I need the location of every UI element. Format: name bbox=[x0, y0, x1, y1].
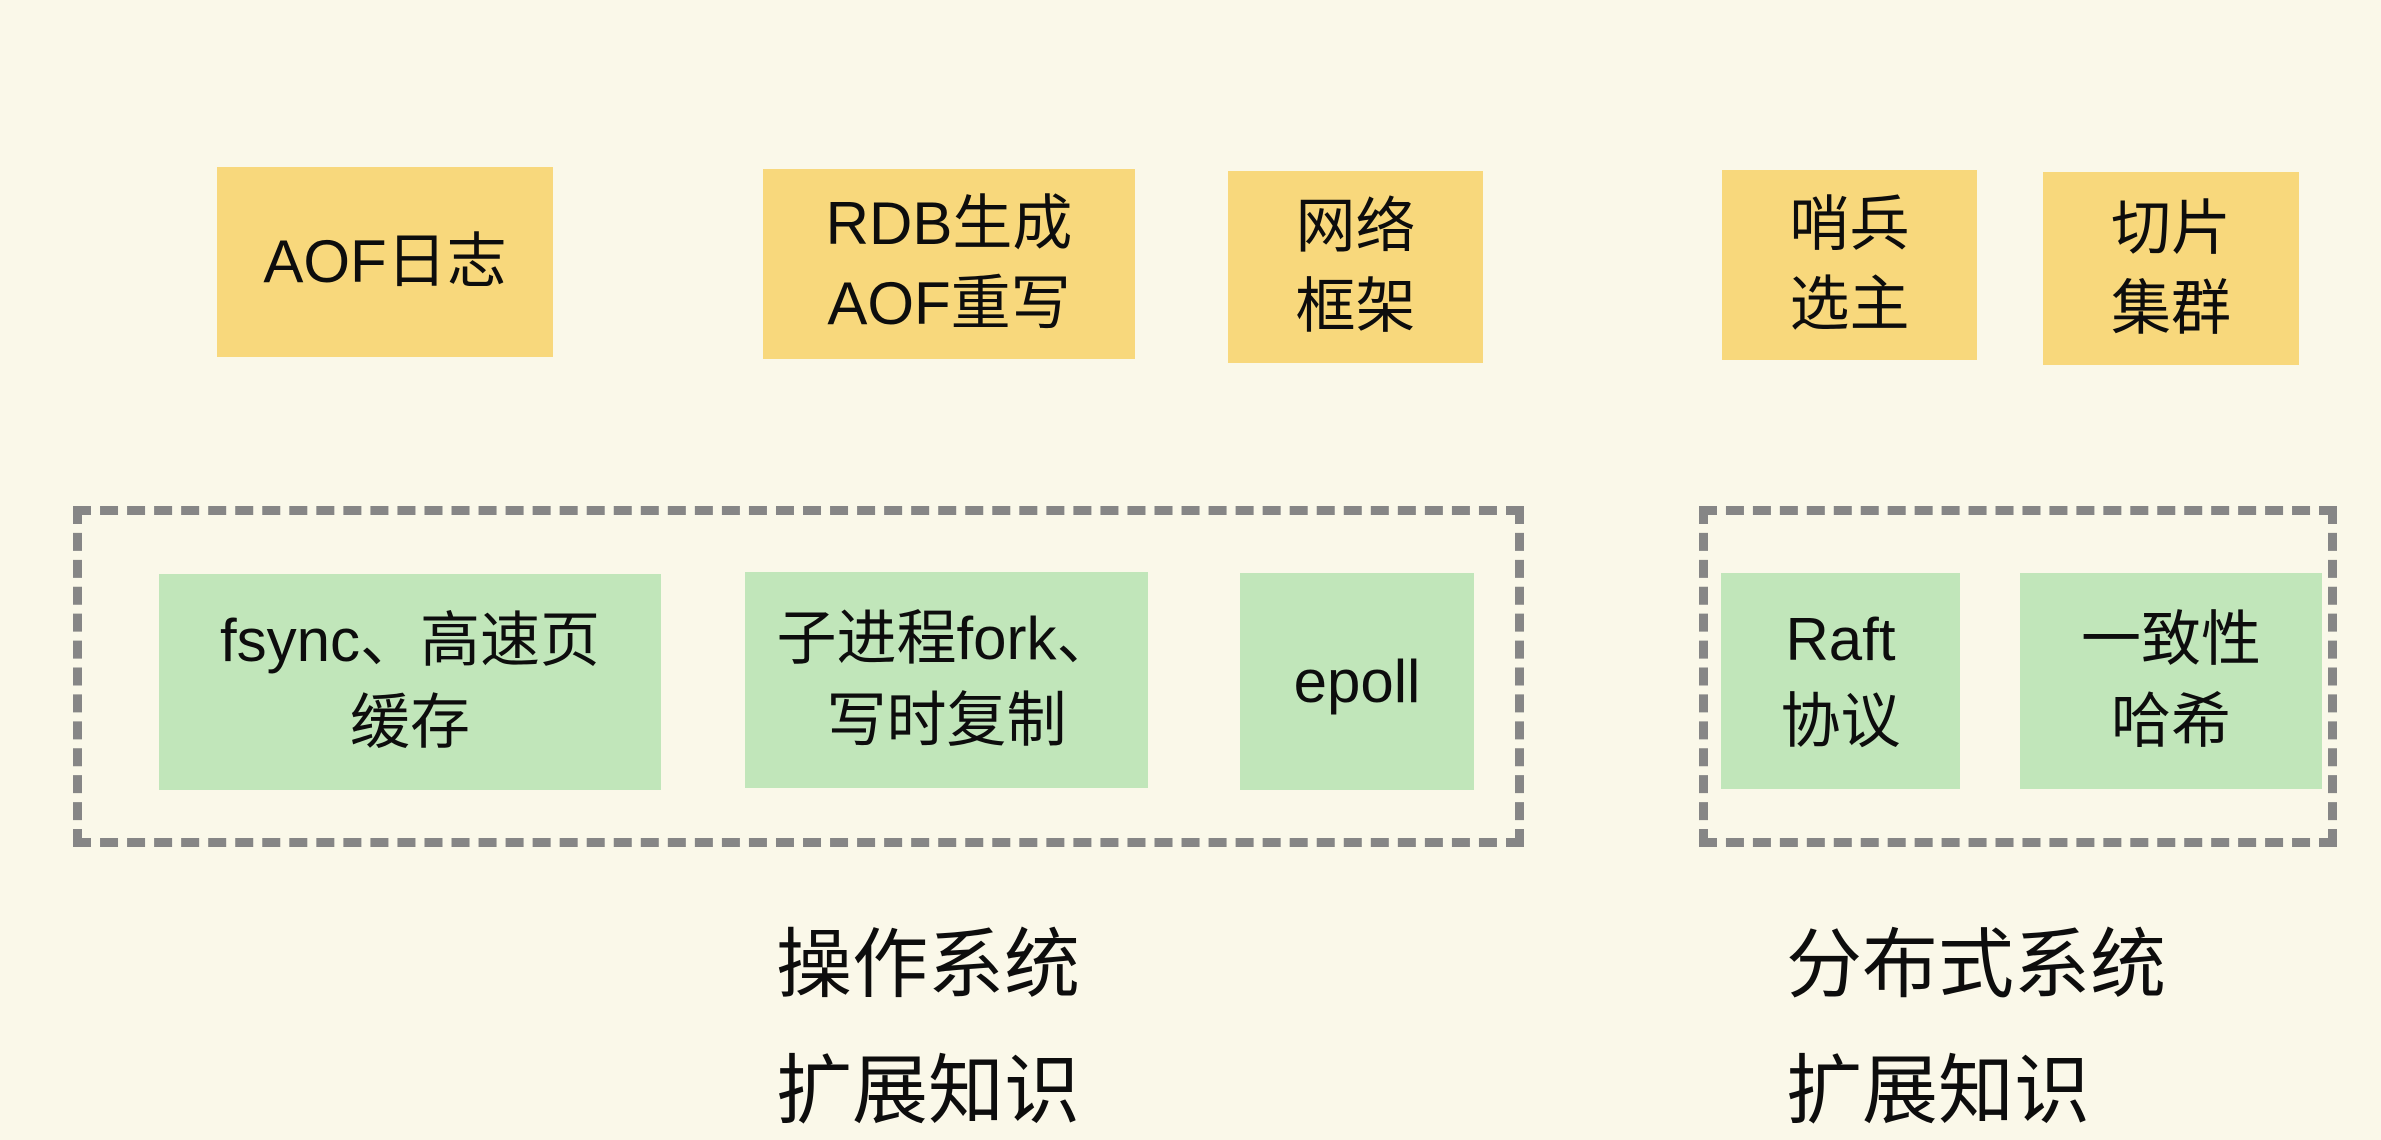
topic-box-sentinel-election: 哨兵 选主 bbox=[1722, 170, 1977, 360]
detail-box-consistent-hash: 一致性 哈希 bbox=[2020, 573, 2322, 789]
distributed-knowledge-group-frame bbox=[1699, 506, 2337, 847]
detail-box-raft-protocol: Raft 协议 bbox=[1721, 573, 1960, 789]
topic-box-aof-log: AOF日志 bbox=[217, 167, 553, 357]
os-knowledge-group-frame bbox=[73, 506, 1524, 847]
distributed-group-label: 分布式系统 扩展知识 bbox=[1786, 923, 2166, 1134]
detail-box-epoll: epoll bbox=[1240, 573, 1474, 790]
os-group-label: 操作系统 扩展知识 bbox=[776, 923, 1080, 1134]
topic-box-slice-cluster: 切片 集群 bbox=[2043, 172, 2299, 365]
detail-box-fork-copy-on-write: 子进程fork、 写时复制 bbox=[745, 572, 1148, 788]
topic-box-network-framework: 网络 框架 bbox=[1228, 171, 1483, 363]
detail-box-fsync-page-cache: fsync、高速页 缓存 bbox=[159, 574, 661, 790]
topic-box-rdb-generate-aof-rewrite: RDB生成 AOF重写 bbox=[763, 169, 1135, 359]
